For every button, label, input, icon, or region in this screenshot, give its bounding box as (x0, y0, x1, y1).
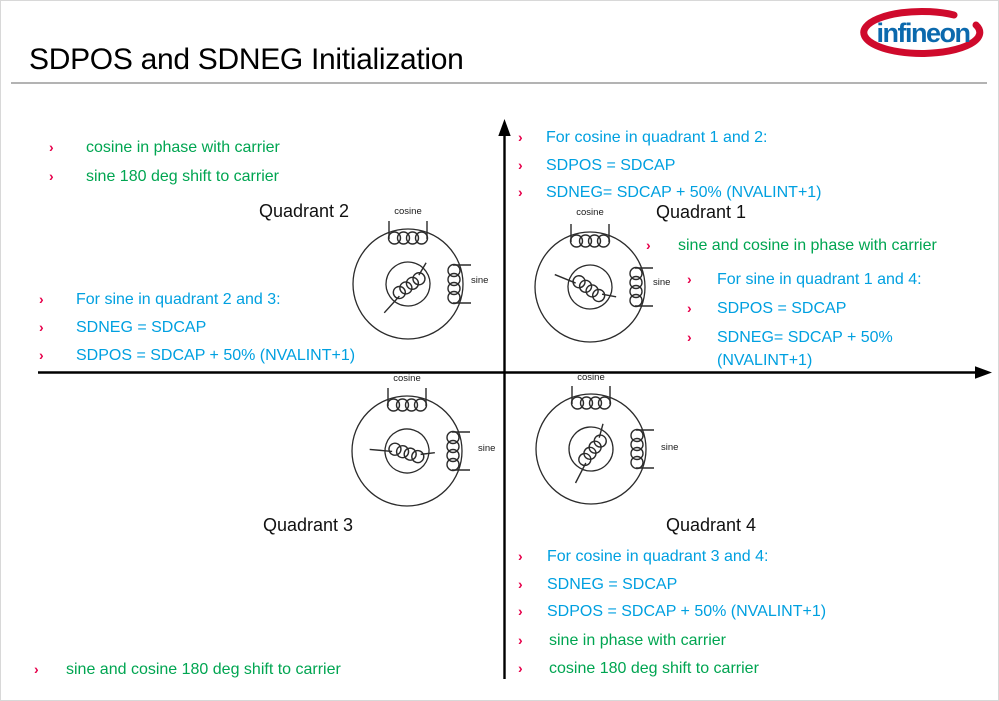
note-line: › sine and cosine 180 deg shift to carri… (34, 659, 341, 680)
bullet-arrow-icon: › (518, 129, 523, 145)
note-text: SDPOS = SDCAP (717, 300, 847, 317)
bullet-arrow-icon: › (518, 632, 523, 648)
bullet-arrow-icon: › (518, 548, 523, 564)
y-axis-arrow-icon (498, 119, 511, 136)
resolver-diagram-quadrant1 (525, 222, 655, 352)
note-text: sine and cosine 180 deg shift to carrier (66, 661, 341, 678)
bullet-arrow-icon: › (518, 184, 523, 200)
bullet-arrow-icon: › (39, 347, 44, 363)
note-line: › SDNEG = SDCAP (39, 317, 206, 338)
quadrant-1-label: Quadrant 1 (656, 202, 747, 222)
sine-label-q2: sine (471, 275, 489, 286)
cosine-coil-icon (570, 386, 612, 410)
x-axis-arrow-icon (975, 366, 992, 379)
note-line: › For sine in quadrant 1 and 4: (687, 269, 922, 290)
note-text: sine 180 deg shift to carrier (86, 168, 279, 185)
sine-coil-icon (630, 428, 654, 470)
note-text: sine and cosine in phase with carrier (678, 237, 937, 254)
rotor-coil-icon (568, 423, 614, 484)
note-text: For sine in quadrant 1 and 4: (717, 271, 922, 288)
bullet-arrow-icon: › (687, 271, 692, 287)
cosine-coil-icon (569, 224, 611, 248)
note-line: › cosine in phase with carrier (49, 137, 280, 158)
sine-coil-icon (447, 263, 471, 305)
bullet-arrow-icon: › (39, 291, 44, 307)
note-text: sine in phase with carrier (549, 632, 726, 649)
stator-circle (535, 393, 647, 505)
sine-label-q4: sine (661, 442, 679, 453)
sine-coil-icon (629, 266, 653, 308)
bullet-arrow-icon: › (49, 168, 54, 184)
note-line: › sine and cosine in phase with carrier (646, 235, 937, 256)
bullet-arrow-icon: › (518, 157, 523, 173)
bullet-arrow-icon: › (49, 139, 54, 155)
rotor-coil-icon (369, 428, 435, 474)
resolver-diagram-quadrant3 (342, 386, 472, 516)
stator-circle (352, 228, 464, 340)
infineon-logo: infineon (857, 6, 991, 60)
bullet-arrow-icon: › (687, 300, 692, 316)
cosine-label-q4: cosine (577, 372, 605, 383)
sine-coil-icon (446, 430, 470, 472)
note-text: SDNEG = SDCAP (547, 576, 678, 593)
bullet-arrow-icon: › (518, 576, 523, 592)
bullet-arrow-icon: › (687, 329, 692, 345)
stator-circle (534, 231, 646, 343)
sine-label-q1: sine (653, 277, 671, 288)
note-line: › For cosine in quadrant 1 and 2: (518, 127, 767, 148)
cosine-label-q3: cosine (393, 373, 421, 384)
note-line: › For sine in quadrant 2 and 3: (39, 289, 281, 310)
title-divider (11, 82, 987, 84)
note-line: › sine in phase with carrier (518, 630, 726, 651)
quadrant-2-label: Quadrant 2 (259, 201, 350, 221)
note-line: › cosine 180 deg shift to carrier (518, 658, 759, 679)
note-text: SDPOS = SDCAP + 50% (NVALINT+1) (547, 603, 827, 620)
page-title: SDPOS and SDNEG Initialization (29, 43, 464, 76)
cosine-coil-icon (386, 388, 428, 412)
note-text: SDPOS = SDCAP + 50% (NVALINT+1) (76, 347, 356, 364)
note-line: › SDNEG= SDCAP + 50% (687, 327, 893, 348)
quadrant-4-label: Quadrant 4 (666, 515, 757, 535)
note-line: › SDPOS = SDCAP + 50% (NVALINT+1) (39, 345, 355, 366)
note-text: cosine in phase with carrier (86, 139, 280, 156)
sine-label-q3: sine (478, 443, 496, 454)
note-line: › SDNEG = SDCAP (518, 574, 677, 595)
note-line: › SDPOS = SDCAP (518, 155, 675, 176)
note-text: SDNEG= SDCAP + 50% (717, 329, 893, 346)
note-line: › sine 180 deg shift to carrier (49, 166, 279, 187)
note-line: › SDPOS = SDCAP + 50% (NVALINT+1) (518, 601, 826, 622)
note-text: SDPOS = SDCAP (546, 157, 676, 174)
rotor-coil-icon (554, 264, 617, 310)
note-line: › For cosine in quadrant 3 and 4: (518, 546, 768, 567)
note-text: SDNEG= SDCAP + 50% (NVALINT+1) (546, 184, 822, 201)
note-text: For cosine in quadrant 3 and 4: (547, 548, 769, 565)
bullet-arrow-icon: › (39, 319, 44, 335)
quadrant-3-label: Quadrant 3 (263, 515, 354, 535)
note-text: For sine in quadrant 2 and 3: (76, 291, 281, 308)
note-continuation-line: (NVALINT+1) (717, 351, 812, 371)
note-text: (NVALINT+1) (717, 352, 813, 369)
bullet-arrow-icon: › (518, 660, 523, 676)
bullet-arrow-icon: › (34, 661, 39, 677)
resolver-diagram-quadrant2 (343, 219, 473, 349)
note-line: › SDPOS = SDCAP (687, 298, 846, 319)
logo-wordmark: infineon (877, 18, 970, 48)
bullet-arrow-icon: › (646, 237, 651, 253)
rotor-coil-icon (383, 261, 431, 314)
bullet-arrow-icon: › (518, 603, 523, 619)
stator-circle (351, 395, 463, 507)
logo-swoosh-icon (860, 7, 984, 57)
cosine-coil-icon (387, 221, 429, 245)
cosine-label-q1: cosine (576, 207, 604, 218)
cosine-label-q2: cosine (394, 206, 422, 217)
note-text: For cosine in quadrant 1 and 2: (546, 129, 768, 146)
note-text: cosine 180 deg shift to carrier (549, 660, 759, 677)
resolver-diagram-quadrant4 (526, 384, 656, 514)
note-text: SDNEG = SDCAP (76, 319, 207, 336)
note-line: › SDNEG= SDCAP + 50% (NVALINT+1) (518, 182, 822, 203)
